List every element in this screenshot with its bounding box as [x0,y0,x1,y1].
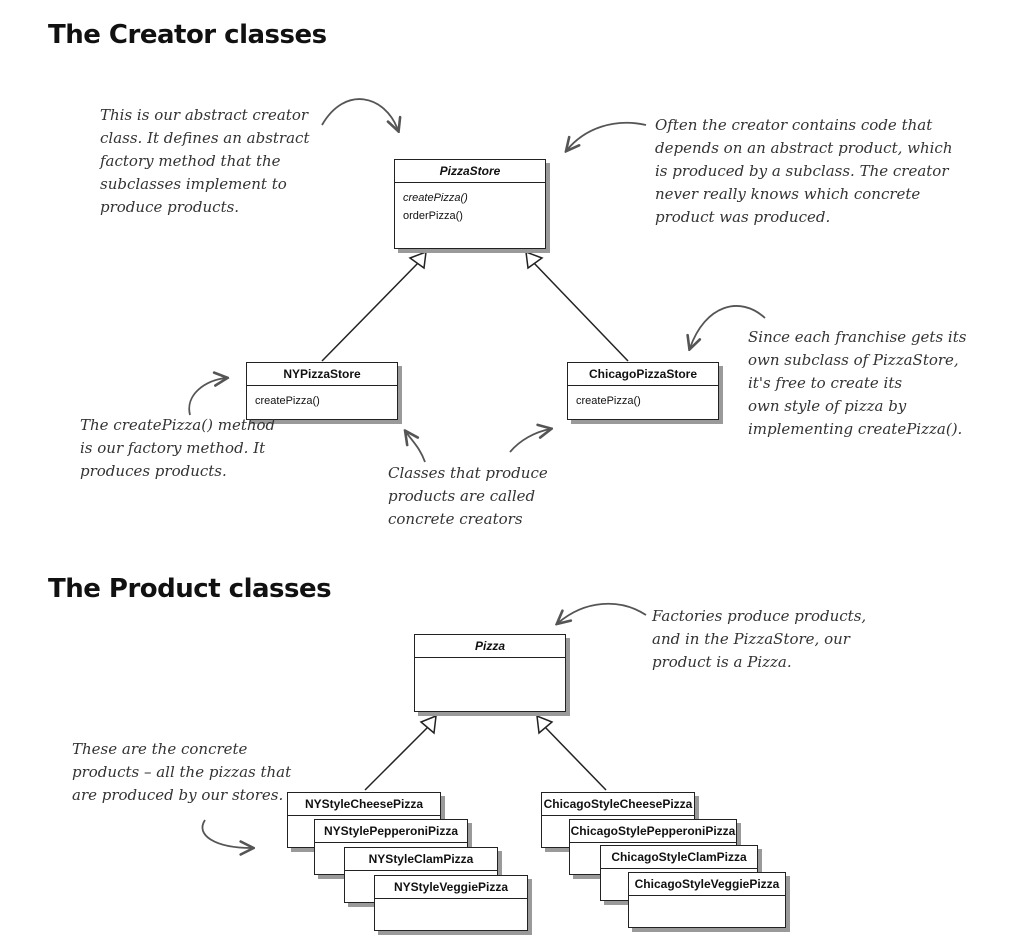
arrow-creator-code [567,121,647,150]
inheritance-triangle-chicago-store [525,250,544,270]
note-line: own style of pizza by [748,397,907,415]
pizzastore-class-name: PizzaStore [395,160,545,183]
note-line: product is a Pizza. [652,653,792,671]
note-line: These are the concrete [72,740,248,758]
note-line: subclasses implement to [100,175,287,193]
chicago-pizzastore-methods: createPizza() [568,386,718,416]
method-order-pizza: orderPizza() [403,210,463,222]
ny-pizzastore-class: NYPizzaStore createPizza() [246,362,398,420]
note-line: are produced by our stores. [72,786,284,804]
ny-cheese-pizza-class-name: NYStyleCheesePizza [288,793,440,816]
inheritance-triangle-ny-store [408,250,427,270]
note-abstract-creator: This is our abstract creator class. It d… [100,104,309,219]
arrow-factory-method [188,378,226,416]
arrow-concrete-products [201,819,252,848]
inheritance-line-chicago-store [532,261,629,362]
note-line: factory method that the [100,152,281,170]
chicago-clam-pizza-class-name: ChicagoStyleClamPizza [601,846,757,869]
note-line: produces products. [80,462,227,480]
creator-classes-heading: The Creator classes [48,20,327,50]
note-line: Classes that produce [388,464,548,482]
note-line: This is our abstract creator [100,106,309,124]
note-line: Since each franchise gets its [748,328,967,346]
note-line: never really knows which concrete [655,185,921,203]
inheritance-triangle-chicago-products [536,714,554,735]
arrow-concrete-creators-right [509,429,550,453]
note-factory-method: The createPizza() method is our factory … [80,414,275,483]
note-line: implementing createPizza(). [748,420,963,438]
ny-veggie-pizza-class-name: NYStyleVeggiePizza [375,876,527,899]
ny-pizzastore-methods: createPizza() [247,386,397,416]
ny-pepperoni-pizza-class-name: NYStylePepperoniPizza [315,820,467,843]
note-line: is produced by a subclass. The creator [655,162,949,180]
note-line: products are called [388,487,536,505]
pizza-class: Pizza [414,634,566,712]
inheritance-triangle-ny-products [419,714,437,735]
pizzastore-class: PizzaStore createPizza() orderPizza() [394,159,546,249]
inheritance-line-ny-products [364,724,431,791]
arrow-concrete-creators-left [406,432,426,463]
ny-clam-pizza-class-name: NYStyleClamPizza [345,848,497,871]
product-classes-heading: The Product classes [48,574,332,604]
note-factories: Factories produce products, and in the P… [652,605,866,674]
inheritance-line-ny-store [321,261,420,362]
note-line: products – all the pizzas that [72,763,292,781]
chicago-pizzastore-class-name: ChicagoPizzaStore [568,363,718,386]
method-create-pizza: createPizza() [576,395,641,407]
arrow-abstract-creator [321,98,398,130]
note-concrete-creators: Classes that produce products are called… [388,462,548,531]
arrow-factories [558,602,647,623]
note-franchise: Since each franchise gets its own subcla… [748,326,966,441]
ny-pizzastore-class-name: NYPizzaStore [247,363,397,386]
note-line: Often the creator contains code that [655,116,933,134]
note-line: concrete creators [388,510,523,528]
chicago-pizzastore-class: ChicagoPizzaStore createPizza() [567,362,719,420]
note-line: The createPizza() method [80,416,276,434]
note-line: own subclass of PizzaStore, [748,351,959,369]
note-line: class. It defines an abstract [100,129,310,147]
chicago-veggie-pizza-class-name: ChicagoStyleVeggiePizza [629,873,785,896]
note-line: it's free to create its [748,374,903,392]
note-line: Factories produce products, [652,607,867,625]
inheritance-line-chicago-products [542,724,607,791]
note-line: produce products. [100,198,240,216]
ny-veggie-pizza-class: NYStyleVeggiePizza [374,875,528,931]
method-create-pizza: createPizza() [255,395,320,407]
note-line: is our factory method. It [80,439,266,457]
note-concrete-products: These are the concrete products – all th… [72,738,291,807]
chicago-veggie-pizza-class: ChicagoStyleVeggiePizza [628,872,786,928]
arrow-franchise [690,305,766,348]
pizzastore-methods: createPizza() orderPizza() [395,183,545,231]
note-line: depends on an abstract product, which [655,139,953,157]
pizza-class-name: Pizza [415,635,565,658]
method-create-pizza: createPizza() [403,192,468,204]
note-creator-code: Often the creator contains code that dep… [655,114,953,229]
chicago-pepperoni-pizza-class-name: ChicagoStylePepperoniPizza [570,820,736,843]
chicago-cheese-pizza-class-name: ChicagoStyleCheesePizza [542,793,694,816]
note-line: product was produced. [655,208,831,226]
note-line: and in the PizzaStore, our [652,630,850,648]
